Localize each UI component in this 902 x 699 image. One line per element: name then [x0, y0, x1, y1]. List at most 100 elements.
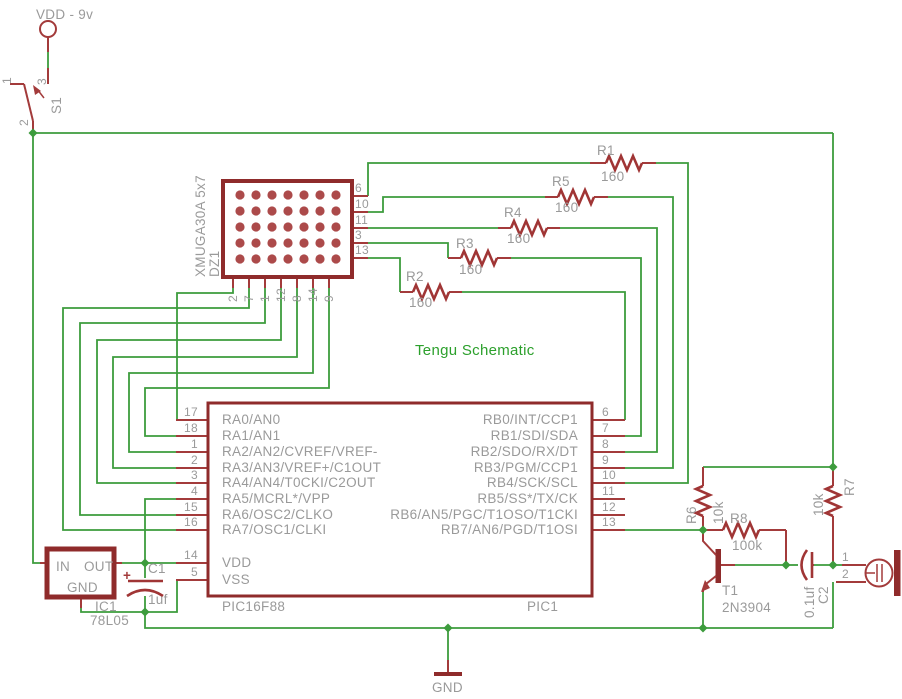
r6-value: 10k — [711, 501, 726, 524]
c1-polarity-mark: + — [123, 568, 131, 583]
mcu-pin-number: 16 — [184, 515, 198, 529]
regulator-gnd-label: GND — [67, 580, 98, 595]
wire-bottom-rail — [144, 612, 833, 629]
mcu-pin-label: VDD — [222, 555, 251, 570]
wire-r1-rb4 — [625, 162, 689, 484]
matrix-refdes: DZ1 — [207, 251, 222, 277]
mcu-pin-number: 11 — [602, 484, 615, 498]
matrix-pin-number: 7 — [242, 295, 256, 302]
wire-matrix13-r2 — [368, 257, 401, 292]
junction-dot — [828, 462, 838, 472]
matrix-pin-number: 10 — [355, 197, 369, 211]
c2-value: 0.1uf — [802, 586, 817, 618]
wire-matrix9-ra1 — [144, 288, 330, 437]
wire-left-rail-to-regulator — [32, 133, 40, 564]
mcu-pin-label: RB6/AN5/PGC/T1OSO/T1CKI — [390, 507, 578, 522]
ground-symbol — [434, 660, 462, 676]
wire-r2-rb0 — [462, 291, 626, 420]
matrix-pin-number: 3 — [355, 228, 362, 242]
wire-r3-rb1 — [511, 257, 642, 437]
resistor-r5 — [545, 186, 608, 208]
pin-stub-group — [40, 195, 625, 608]
matrix-right-stubs — [352, 195, 368, 259]
r7-value: 10k — [811, 493, 826, 516]
regulator-part-label: 78L05 — [90, 613, 129, 628]
matrix-pin-number: 2 — [226, 295, 240, 302]
mcu-pin-number: 8 — [602, 437, 609, 451]
mcu-pin-label: RB1/SDI/SDA — [491, 428, 578, 443]
resistor-r7 — [822, 467, 844, 565]
wire-matrix10-r5 — [368, 196, 545, 213]
mcu-pin-number: 5 — [191, 565, 198, 579]
mcu-pin-number: 2 — [191, 453, 198, 467]
r4-value: 160 — [507, 231, 530, 246]
s1-lever — [23, 83, 34, 122]
r4-zigzag — [509, 217, 549, 239]
t1-part-label: 2N3904 — [722, 600, 771, 615]
wire-r4-rb2 — [560, 227, 658, 453]
mcu-pin-number: 7 — [602, 421, 609, 435]
t1-emitter-arrow — [701, 580, 710, 592]
matrix-bottom-stubs — [232, 277, 330, 288]
junction-dot — [140, 558, 150, 568]
vdd-supply-label: VDD - 9v — [36, 7, 93, 22]
led-matrix-dz1 — [221, 179, 354, 279]
mcu-pin-label: RB2/SDO/RX/DT — [471, 444, 578, 459]
matrix-pin-number: 1 — [258, 295, 272, 302]
vdd-supply-circle-icon — [39, 20, 57, 38]
schematic-title: Tengu Schematic — [415, 342, 535, 359]
wire-r5-rb3 — [608, 196, 674, 469]
r3-zigzag — [459, 247, 499, 269]
r2-zigzag — [411, 281, 451, 303]
led-matrix-body — [221, 179, 354, 279]
wire-group — [32, 52, 842, 660]
s1-refdes: S1 — [49, 97, 64, 114]
mcu-pin-number: 6 — [602, 405, 609, 419]
matrix-pin-number: 11 — [355, 213, 368, 227]
t1-refdes: T1 — [722, 583, 738, 598]
mcu-pin-number: 12 — [602, 500, 616, 514]
junction-dot — [698, 623, 708, 633]
wire-matrix12-ra4 — [96, 288, 282, 484]
mcu-pin-label: RB7/AN6/PGD/T1OSI — [441, 522, 578, 537]
c2-refdes: C2 — [816, 586, 831, 604]
r3-value: 160 — [459, 262, 482, 277]
mic-element-icon — [866, 564, 883, 582]
matrix-pin-number: 9 — [322, 295, 336, 302]
junction-dot — [443, 623, 453, 633]
junction-dot — [140, 607, 150, 617]
mcu-pin-number: 10 — [602, 468, 616, 482]
matrix-pin-number: 12 — [274, 288, 288, 302]
matrix-pin-number: 6 — [355, 181, 362, 195]
mcu-pin-number: 4 — [191, 484, 198, 498]
mcu-pin-number: 17 — [184, 405, 198, 419]
mic-pin-number: 1 — [842, 550, 849, 564]
junction-dot — [781, 560, 791, 570]
mic-body-icon — [864, 558, 894, 588]
wire-matrix14-ra2 — [128, 288, 314, 453]
r6-refdes: R6 — [684, 506, 699, 524]
r2-refdes: R2 — [406, 269, 424, 284]
t1-base-bar — [715, 549, 721, 583]
mcu-pin-number: 1 — [191, 437, 198, 451]
t1-emitter — [705, 575, 717, 585]
s1-arrow-head — [33, 85, 41, 95]
junction-dots — [28, 128, 838, 633]
wire-matrix7-ra7 — [62, 288, 250, 531]
mcu-pin-number: 13 — [602, 515, 616, 529]
wire-vss-gnd — [145, 580, 178, 613]
led-matrix-dots — [235, 190, 341, 264]
mcu-pin-number: 3 — [191, 468, 198, 482]
mcu-pin-label: RA6/OSC2/CLKO — [222, 507, 333, 522]
resistor-r3 — [448, 247, 511, 269]
r8-value: 100k — [732, 538, 762, 553]
mcu-pin-label: RA1/AN1 — [222, 428, 280, 443]
r7-zigzag — [822, 484, 844, 518]
r1-value: 160 — [601, 169, 624, 184]
c1-refdes: C1 — [148, 561, 166, 576]
r5-value: 160 — [555, 200, 578, 215]
mcu-pin-number: 15 — [184, 500, 198, 514]
mcu-pin-label: RA5/MCRL*/VPP — [222, 491, 330, 506]
mcu-part-label: PIC16F88 — [222, 599, 285, 614]
r8-zigzag — [721, 519, 761, 541]
